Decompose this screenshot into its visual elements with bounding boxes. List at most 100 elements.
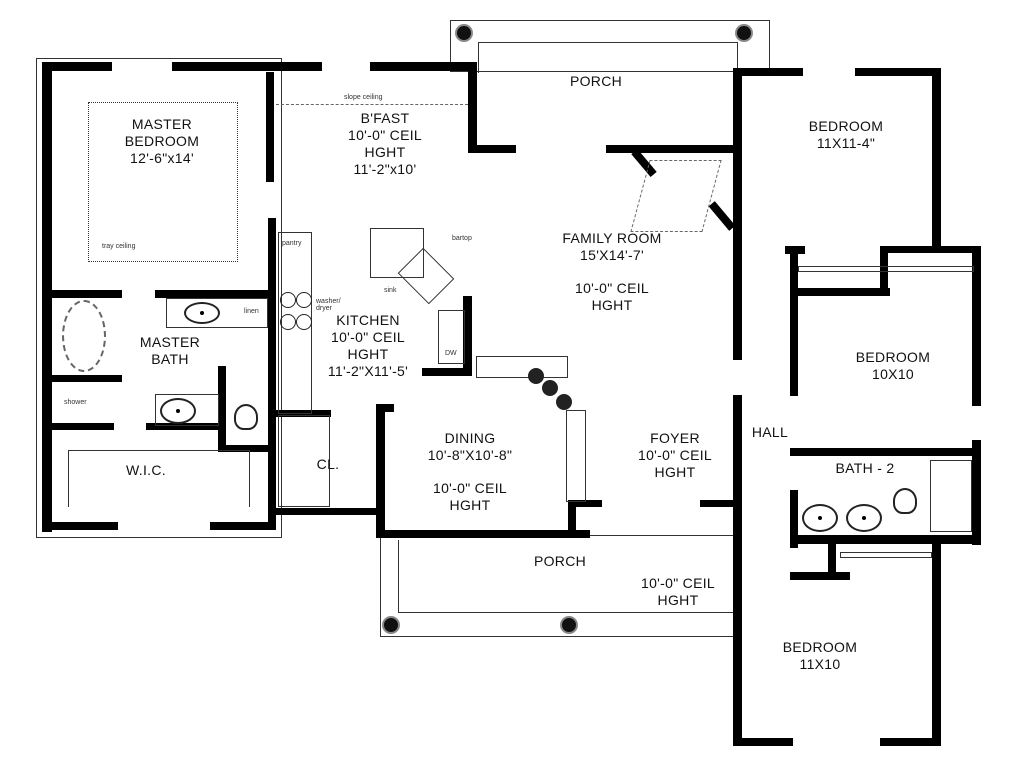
washer-dryer — [278, 415, 330, 507]
ceiling-height: HGHT — [449, 497, 491, 513]
room-name: BEDROOM — [124, 133, 200, 149]
ceiling-height: 10'-0" CEIL — [575, 280, 649, 296]
toilet-icon — [893, 488, 917, 514]
wic-shelf — [68, 450, 250, 507]
wall — [422, 368, 472, 376]
wall — [42, 62, 52, 532]
porch-column — [735, 24, 753, 42]
room-name: DINING — [444, 430, 496, 446]
tray-ceiling-note: tray ceiling — [102, 243, 136, 250]
wall — [52, 375, 122, 382]
room-name: FAMILY ROOM — [562, 230, 662, 246]
wall — [855, 68, 941, 76]
rear-porch-outline — [450, 20, 770, 72]
porch-column — [560, 616, 578, 634]
ceiling-height: 10'-0" CEIL — [331, 329, 405, 345]
sink-icon — [802, 504, 838, 532]
ceiling-height: 10'-0" CEIL — [348, 127, 422, 143]
ceiling-height: HGHT — [347, 346, 389, 362]
wall — [790, 490, 798, 548]
wall — [210, 522, 276, 530]
wall — [268, 218, 276, 523]
vanity — [166, 298, 268, 328]
room-name: MASTER — [139, 334, 201, 350]
room-size: 11X11-4" — [816, 135, 876, 151]
room-name: B'FAST — [360, 110, 410, 126]
burner-icon — [280, 292, 296, 308]
room-name: BEDROOM — [808, 118, 884, 134]
room-size: 11'-2"x10' — [353, 161, 417, 177]
wall — [52, 423, 114, 430]
dining-counter — [476, 356, 568, 378]
wall — [568, 500, 576, 536]
wall — [790, 246, 798, 396]
sink-icon — [846, 504, 882, 532]
wall — [733, 68, 803, 76]
wall — [880, 246, 980, 253]
closet-rod — [798, 266, 974, 272]
front-porch-ceiling: 10'-0" CEIL HGHT — [641, 575, 715, 609]
ceiling-height: HGHT — [364, 144, 406, 160]
wall — [463, 296, 472, 372]
room-name: BEDROOM — [855, 349, 931, 365]
sink-icon — [160, 398, 196, 424]
wall — [932, 68, 941, 250]
wall — [733, 395, 742, 745]
room-name: BATH — [151, 351, 189, 367]
bathtub — [62, 300, 106, 372]
front-porch-label: PORCH — [533, 553, 587, 569]
wall — [733, 738, 793, 746]
room-size: 12'-6"x14' — [130, 150, 194, 166]
bath-2-label: BATH - 2 — [835, 460, 895, 476]
ceiling-height: HGHT — [654, 464, 696, 480]
wall — [785, 246, 805, 254]
porch-column — [382, 616, 400, 634]
ceiling-height: 10'-0" CEIL — [641, 575, 715, 591]
dining-label: DINING 10'-8"X10'-8" 10'-0" CEIL HGHT — [428, 430, 513, 514]
master-bath-label: MASTER BATH — [140, 334, 200, 368]
wall — [733, 68, 742, 360]
dw-note: DW — [445, 350, 457, 357]
wall — [155, 290, 270, 298]
burner-icon — [528, 368, 544, 384]
master-bedroom-label: MASTER BEDROOM 12'-6"x14' — [125, 116, 199, 167]
sink-note: sink — [384, 287, 397, 294]
dishwasher — [438, 310, 465, 364]
wall — [790, 535, 980, 544]
room-name: FOYER — [650, 430, 700, 446]
wall — [790, 572, 850, 580]
burner-icon — [556, 394, 572, 410]
bedroom-1-label: BEDROOM 11X11-4" — [809, 118, 883, 152]
ceiling-height: 10'-0" CEIL — [433, 480, 507, 496]
toilet-icon — [234, 404, 258, 430]
wall — [468, 145, 516, 153]
wall — [52, 290, 122, 298]
closet-rod — [840, 552, 932, 558]
wall — [790, 448, 980, 456]
wall — [376, 404, 385, 536]
burner-icon — [296, 292, 312, 308]
wall — [880, 738, 941, 746]
wall — [218, 445, 268, 452]
slope-ceiling-note: slope ceiling — [344, 94, 383, 101]
burner-icon — [542, 380, 558, 396]
room-size: 10'-8"X10'-8" — [427, 447, 513, 463]
dining-side-counter — [566, 410, 586, 502]
wall — [276, 508, 378, 515]
wall — [932, 540, 941, 745]
foyer-label: FOYER 10'-0" CEIL HGHT — [638, 430, 712, 481]
bedroom-3-label: BEDROOM 11X10 — [783, 639, 857, 673]
wall — [218, 366, 226, 452]
wall — [42, 62, 112, 71]
vanity — [155, 394, 219, 426]
wall — [972, 246, 981, 406]
cl-label: CL. — [316, 456, 340, 472]
bartop-note: bartop — [452, 235, 472, 242]
wall — [146, 423, 220, 430]
fireplace — [630, 160, 722, 232]
wall — [700, 500, 740, 507]
wic-label: W.I.C. — [126, 462, 166, 478]
wall — [972, 440, 981, 545]
room-name: BEDROOM — [782, 639, 858, 655]
